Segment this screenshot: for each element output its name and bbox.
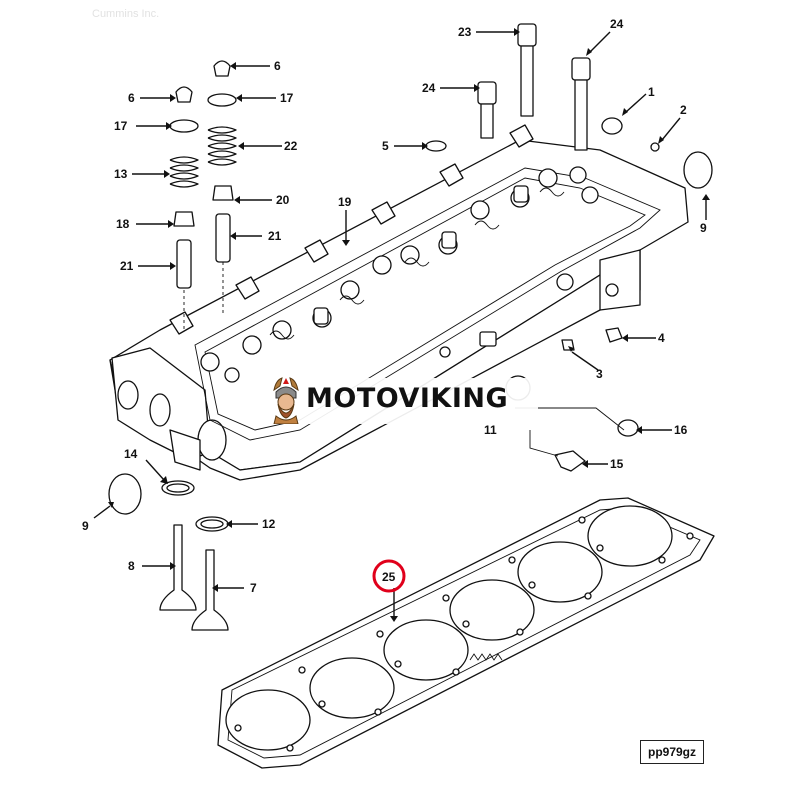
head-gasket	[217, 497, 715, 769]
callout-17: 17	[280, 91, 294, 105]
watermark-brand-text: MOTOVIKING	[306, 383, 509, 414]
callout-18: 18	[116, 217, 130, 231]
callout-2: 2	[680, 103, 687, 117]
rocker-pedestals	[169, 124, 534, 335]
valve-seats	[200, 166, 599, 383]
callout-21: 21	[120, 259, 134, 273]
callout-20: 20	[276, 193, 290, 207]
watermark-banner	[262, 378, 538, 424]
callout-5: 5	[382, 139, 389, 153]
callout-23: 23	[458, 25, 472, 39]
callout-24: 24	[422, 81, 436, 95]
callout-21: 21	[268, 229, 282, 243]
callout-3: 3	[596, 367, 603, 381]
callout-1: 1	[648, 85, 655, 99]
callout-24: 24	[610, 17, 624, 31]
callout-16: 16	[674, 423, 688, 437]
callout-14: 14	[124, 447, 138, 461]
callout-19: 19	[338, 195, 352, 209]
callout-4: 4	[658, 331, 665, 345]
callout-22: 22	[284, 139, 298, 153]
faint-header-text: Cummins Inc.	[92, 8, 160, 20]
callout-6: 6	[274, 59, 281, 73]
viking-logo-icon	[273, 377, 299, 424]
callout-8: 8	[128, 559, 135, 573]
callout-9: 9	[700, 221, 707, 235]
callout-12: 12	[262, 517, 276, 531]
callout-7: 7	[250, 581, 257, 595]
cylinder-head	[109, 124, 689, 481]
leader-lines	[93, 28, 710, 622]
callout-13: 13	[114, 167, 128, 181]
callout-9: 9	[82, 519, 89, 533]
callout-11: 11	[484, 423, 497, 437]
reference-code-label: pp979gz	[640, 740, 704, 764]
callout-15: 15	[610, 457, 624, 471]
callout-6: 6	[128, 91, 135, 105]
callout-17: 17	[114, 119, 128, 133]
callout-25: 25	[382, 570, 396, 584]
callout-labels: 23 24 24 6 6 17 17 22 13 20 18 21 21 19 …	[82, 17, 707, 595]
valve-train-parts	[108, 23, 713, 631]
highlight-circle	[372, 559, 406, 593]
